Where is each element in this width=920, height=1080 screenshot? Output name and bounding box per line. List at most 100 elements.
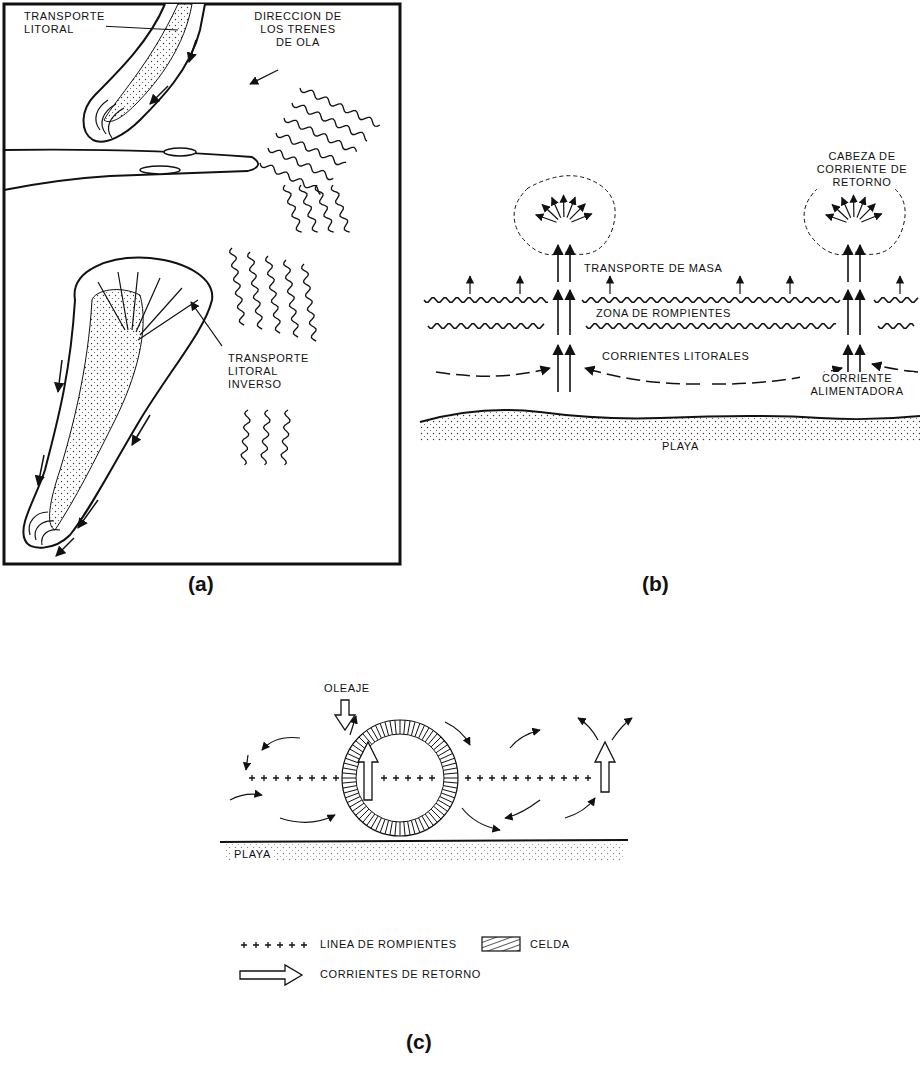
callout-label: TRANSPORTE LITORAL INVERSO — [226, 352, 312, 391]
rip-current — [569, 290, 571, 335]
cell-hatch — [441, 793, 454, 798]
cell-outline — [342, 720, 458, 836]
breaker-mark — [513, 775, 519, 781]
breaker-mark — [381, 775, 387, 781]
wave-crest — [284, 260, 298, 337]
cell-hatch — [443, 763, 457, 767]
breaker-mark — [277, 942, 283, 948]
breaker-mark — [465, 775, 471, 781]
wave-crest — [260, 163, 320, 195]
breaker-mark — [249, 775, 255, 781]
rip-current — [847, 290, 849, 335]
cell-hatch — [380, 724, 385, 737]
cell-hatch — [342, 778, 356, 779]
breaker-mark — [417, 775, 423, 781]
shoreline — [220, 840, 628, 842]
wave-crest — [302, 264, 316, 341]
wave-crest — [281, 410, 290, 465]
mass-transport-arrow — [739, 276, 740, 294]
wave-crest — [241, 410, 250, 465]
transport-arrow — [189, 40, 196, 62]
breaker-mark — [261, 775, 267, 781]
cell-hatch — [390, 821, 393, 835]
cell-hatch — [419, 818, 425, 831]
island — [140, 166, 180, 174]
beach-sand — [420, 410, 920, 442]
breaker-mark — [297, 775, 303, 781]
breaker-mark — [477, 775, 483, 781]
mass-transport-arrow — [469, 276, 470, 294]
wave-crest — [266, 256, 280, 333]
breaker-mark — [561, 775, 567, 781]
cell-hatch — [390, 721, 393, 735]
rip-arrow — [595, 742, 615, 792]
legend-cell-swatch — [482, 937, 520, 951]
cell-hatch — [404, 720, 405, 734]
breaker-mark — [265, 942, 271, 948]
panel-label: (c) — [404, 1030, 434, 1054]
callout-label: PLAYA — [660, 440, 701, 453]
cell-hatch — [385, 722, 389, 736]
breaker-line — [878, 324, 914, 328]
wave-crest — [300, 88, 380, 126]
wave-crest — [261, 410, 270, 465]
breaker-mark — [549, 775, 555, 781]
cell-hatch — [343, 786, 357, 789]
callout-label: CORRIENTE ALIMENTADORA — [800, 372, 914, 398]
wave-crest — [284, 118, 357, 152]
cell-hatch — [346, 793, 359, 798]
wave-crest — [248, 252, 262, 329]
rip-head-arrow — [842, 198, 851, 218]
callout-label: PLAYA — [232, 848, 273, 861]
legend-text: CORRIENTES DE RETORNO — [318, 968, 483, 981]
cell-hatch — [400, 720, 401, 734]
cell-hatch — [443, 786, 457, 789]
breaker-mark — [489, 775, 495, 781]
cell-hatch — [376, 725, 382, 738]
breaker-mark — [429, 775, 435, 781]
cell-hatch — [440, 754, 453, 760]
callout-label: ZONA DE ROMPIENTES — [594, 307, 733, 320]
cell-hatch — [443, 789, 457, 793]
circulation-arrow — [262, 738, 300, 751]
breaker-mark — [585, 775, 591, 781]
wave-crest — [292, 103, 367, 141]
cell-hatch — [444, 782, 458, 783]
rip-head-arrow — [552, 198, 561, 218]
cell-hatch — [343, 768, 357, 771]
island — [164, 148, 196, 156]
circulation-arrow — [280, 815, 335, 822]
breaker-line — [582, 298, 840, 302]
rip-current — [859, 290, 861, 335]
legend-text: LINEA DE ROMPIENTES — [318, 938, 459, 951]
circulation-arrow — [246, 755, 248, 770]
rip-current — [847, 245, 849, 282]
cell-hatch — [380, 819, 385, 832]
longshore-current — [436, 368, 550, 376]
cell-hatch — [395, 822, 396, 836]
wave-crest — [299, 185, 317, 232]
beach-sand — [225, 842, 625, 862]
mass-transport-arrow — [899, 276, 900, 294]
breaker-mark — [301, 942, 307, 948]
mass-transport-arrow — [519, 276, 520, 294]
rip-head-arrow — [563, 195, 565, 217]
rip-current — [859, 245, 861, 282]
shoreline — [420, 410, 920, 422]
wave-crest — [315, 185, 333, 232]
spit-sand — [104, 4, 192, 122]
callout-label: TRANSPORTE LITORAL — [22, 10, 106, 36]
circulation-arrow — [462, 808, 500, 830]
circulation-arrow — [612, 718, 632, 740]
callout-label: TRANSPORTE DE MASA — [582, 262, 724, 275]
breaker-mark — [273, 775, 279, 781]
wave-arrow — [335, 700, 355, 730]
cell-hatch — [415, 819, 420, 832]
transport-arrow — [150, 86, 168, 104]
breaker-mark — [289, 942, 295, 948]
breaker-mark — [393, 775, 399, 781]
cell-hatch — [408, 821, 411, 835]
callout-label: DIRECCION DE LOS TRENES DE OLA — [250, 10, 346, 49]
circulation-arrow — [350, 716, 356, 735]
